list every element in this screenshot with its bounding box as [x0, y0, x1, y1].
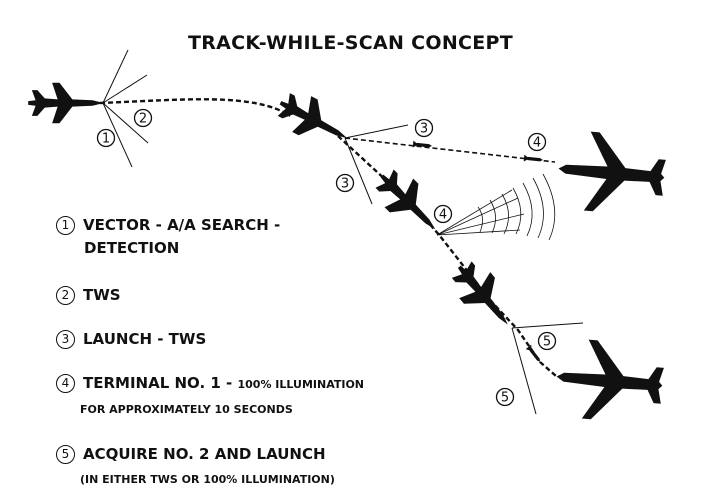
svg-text:4: 4: [439, 208, 447, 223]
interceptor-aircraft-4: [443, 253, 524, 338]
missile-track-1: [344, 137, 556, 163]
marker-5b: 5: [495, 387, 515, 407]
legend-item-5: 5 ACQUIRE NO. 2 AND LAUNCH (IN EITHER TWS…: [56, 443, 335, 491]
legend-text: TWS: [83, 286, 121, 304]
legend-text-line2: (IN EITHER TWS OR 100% ILLUMINATION): [80, 473, 335, 486]
marker-4b: 4: [433, 204, 453, 224]
svg-text:3: 3: [341, 177, 349, 192]
svg-text:4: 4: [533, 136, 541, 151]
scan-lines-1: [102, 49, 149, 168]
svg-text:5: 5: [543, 335, 551, 350]
legend-text: LAUNCH - TWS: [83, 330, 207, 348]
legend-number: 5: [56, 445, 75, 464]
svg-text:2: 2: [139, 112, 147, 127]
missile-icon: [525, 344, 543, 365]
marker-4a: 4: [527, 132, 547, 152]
interceptor-aircraft-start: [28, 82, 104, 124]
legend-item-2: 2 TWS: [56, 284, 121, 307]
marker-5a: 5: [537, 331, 557, 351]
legend-text: TERMINAL NO. 1 -: [83, 374, 238, 392]
marker-2: 2: [133, 108, 153, 128]
scan-lines-3: [344, 124, 409, 205]
legend-item-4: 4 TERMINAL NO. 1 - 100% ILLUMINATION FOR …: [56, 372, 364, 421]
legend-number: 4: [56, 374, 75, 393]
missile-icon: [523, 154, 544, 164]
svg-text:5: 5: [501, 391, 509, 406]
diagram-title: TRACK-WHILE-SCAN CONCEPT: [187, 32, 514, 54]
flight-path-descent: [337, 135, 557, 377]
legend-item-3: 3 LAUNCH - TWS: [56, 328, 206, 351]
target-bomber-1: [555, 129, 668, 218]
legend-text: VECTOR - A/A SEARCH -: [83, 216, 281, 234]
interceptor-aircraft-2: [271, 84, 357, 157]
legend-text: ACQUIRE NO. 2 AND LAUNCH: [83, 445, 326, 463]
illumination-beam: [436, 173, 556, 241]
svg-text:3: 3: [420, 122, 428, 137]
marker-3b: 3: [335, 173, 355, 193]
flight-path: [99, 98, 291, 117]
scan-lines-5: [511, 322, 584, 415]
legend-text-line2: DETECTION: [84, 239, 180, 257]
legend-text-small: 100% ILLUMINATION: [237, 378, 365, 391]
legend-text-line2: FOR APPROXIMATELY 10 SECONDS: [80, 403, 293, 416]
marker-1: 1: [96, 128, 116, 148]
legend-number: 2: [56, 286, 75, 305]
legend-number: 1: [56, 216, 75, 235]
target-bomber-2: [553, 337, 666, 426]
legend-item-1: 1 VECTOR - A/A SEARCH - DETECTION: [56, 214, 280, 260]
legend-number: 3: [56, 330, 75, 349]
marker-3a: 3: [414, 118, 434, 138]
svg-text:1: 1: [102, 132, 110, 147]
